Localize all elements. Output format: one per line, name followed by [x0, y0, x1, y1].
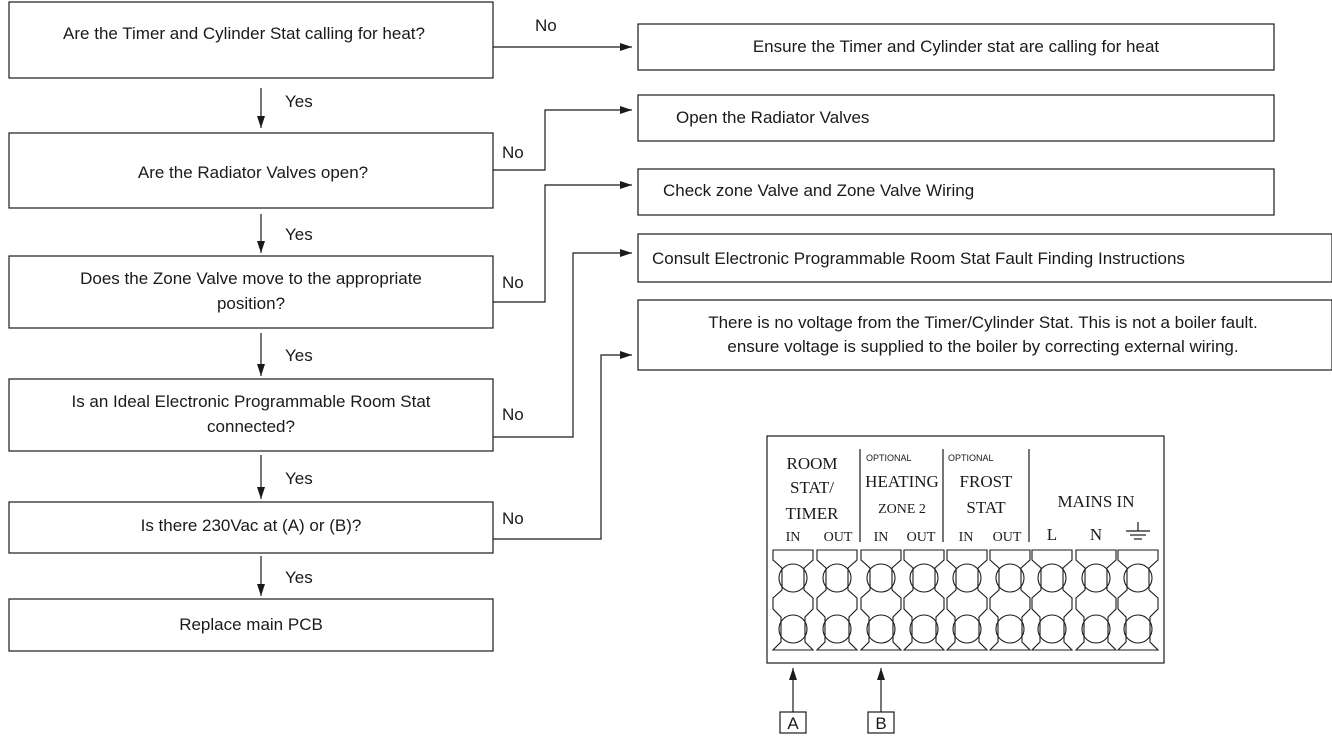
no-connector-5: No [493, 351, 632, 540]
heating-zone-optional-label: OPTIONAL [866, 453, 912, 463]
frost-stat-group: OPTIONAL FROST STAT IN OUT [948, 453, 1022, 545]
no-label-3: No [502, 273, 524, 292]
question-box-5: Is there 230Vac at (A) or (B)? [8, 501, 494, 554]
answer-box-1: Ensure the Timer and Cylinder stat are c… [637, 23, 1275, 71]
yes-label-4: Yes [285, 469, 313, 488]
replace-pcb-text: Replace main PCB [179, 615, 323, 634]
room-stat-in-label: IN [786, 530, 801, 545]
room-stat-title-line-3: TIMER [786, 504, 840, 523]
frost-stat-title-line-2: STAT [966, 498, 1006, 517]
answer-5-line-1: There is no voltage from the Timer/Cylin… [708, 313, 1258, 332]
no-connector-2: No [493, 106, 632, 171]
yes-connector-2: Yes [257, 214, 313, 253]
pointer-b-label: B [875, 714, 886, 733]
screw-terminal-3 [859, 549, 903, 651]
question-4-line-1: Is an Ideal Electronic Programmable Room… [71, 392, 430, 411]
screw-terminal-1 [771, 549, 815, 651]
room-stat-title-line-2: STAT/ [790, 478, 834, 497]
screw-terminal-9 [1116, 549, 1160, 651]
mains-neutral-label: N [1090, 525, 1102, 544]
question-1-text: Are the Timer and Cylinder Stat calling … [63, 24, 425, 43]
earth-symbol-icon [1126, 522, 1150, 540]
yes-connector-5: Yes [257, 556, 313, 596]
screw-terminal-6 [988, 549, 1032, 651]
room-stat-timer-group: ROOM STAT/ TIMER IN OUT [786, 454, 853, 545]
frost-stat-in-label: IN [959, 530, 974, 545]
terminal-block: ROOM STAT/ TIMER IN OUT OPTIONAL HEATING… [766, 435, 1165, 734]
question-5-text: Is there 230Vac at (A) or (B)? [141, 516, 362, 535]
yes-label-3: Yes [285, 346, 313, 365]
answer-5-line-2: ensure voltage is supplied to the boiler… [727, 337, 1238, 356]
mains-live-label: L [1047, 525, 1057, 544]
frost-stat-optional-label: OPTIONAL [948, 453, 994, 463]
answer-box-3: Check zone Valve and Zone Valve Wiring [637, 168, 1275, 216]
mains-in-title: MAINS IN [1058, 492, 1135, 511]
answer-4-text: Consult Electronic Programmable Room Sta… [652, 249, 1185, 268]
screw-terminal-8 [1074, 549, 1118, 651]
heating-zone-title-line-1: HEATING [865, 472, 939, 491]
question-box-4: Is an Ideal Electronic Programmable Room… [8, 378, 494, 452]
yes-label-5: Yes [285, 568, 313, 587]
no-connector-3: No [493, 181, 632, 303]
question-3-line-1: Does the Zone Valve move to the appropri… [80, 269, 422, 288]
answer-box-4: Consult Electronic Programmable Room Sta… [637, 233, 1332, 283]
heating-zone-2-group: OPTIONAL HEATING ZONE 2 IN OUT [865, 453, 939, 545]
question-3-line-2: position? [217, 294, 285, 313]
question-box-2: Are the Radiator Valves open? [8, 132, 494, 209]
answer-box-2: Open the Radiator Valves [637, 94, 1275, 142]
no-label-5: No [502, 509, 524, 528]
yes-connector-1: Yes [257, 88, 313, 128]
yes-connector-4: Yes [257, 455, 313, 499]
answer-box-5: There is no voltage from the Timer/Cylin… [637, 299, 1332, 371]
answer-1-text: Ensure the Timer and Cylinder stat are c… [753, 37, 1160, 56]
answer-2-text: Open the Radiator Valves [676, 108, 869, 127]
room-stat-title-line-1: ROOM [786, 454, 837, 473]
pointer-b: B [867, 668, 895, 734]
room-stat-out-label: OUT [824, 530, 853, 545]
yes-label-2: Yes [285, 225, 313, 244]
question-box-3: Does the Zone Valve move to the appropri… [8, 255, 494, 329]
frost-stat-out-label: OUT [993, 530, 1022, 545]
screw-terminal-5 [945, 549, 989, 651]
heating-zone-in-label: IN [874, 530, 889, 545]
no-connector-4: No [493, 249, 632, 438]
yes-label-1: Yes [285, 92, 313, 111]
mains-in-group: MAINS IN L N [1047, 492, 1150, 544]
heating-zone-out-label: OUT [907, 530, 936, 545]
question-4-line-2: connected? [207, 417, 295, 436]
frost-stat-title-line-1: FROST [960, 472, 1014, 491]
question-box-1: Are the Timer and Cylinder Stat calling … [8, 1, 494, 79]
no-connector-1: No [493, 16, 632, 51]
pointer-a-label: A [787, 714, 799, 733]
no-label-4: No [502, 405, 524, 424]
screw-terminal-7 [1030, 549, 1074, 651]
question-2-text: Are the Radiator Valves open? [138, 163, 368, 182]
no-label-2: No [502, 143, 524, 162]
terminal-row [771, 549, 1160, 651]
answer-3-text: Check zone Valve and Zone Valve Wiring [663, 181, 974, 200]
pointer-a: A [779, 668, 807, 734]
heating-zone-title-line-2: ZONE 2 [878, 502, 926, 517]
no-label-1: No [535, 16, 557, 35]
yes-connector-3: Yes [257, 333, 313, 376]
result-box-replace-pcb: Replace main PCB [8, 598, 494, 652]
screw-terminal-4 [902, 549, 946, 651]
screw-terminal-2 [815, 549, 859, 651]
